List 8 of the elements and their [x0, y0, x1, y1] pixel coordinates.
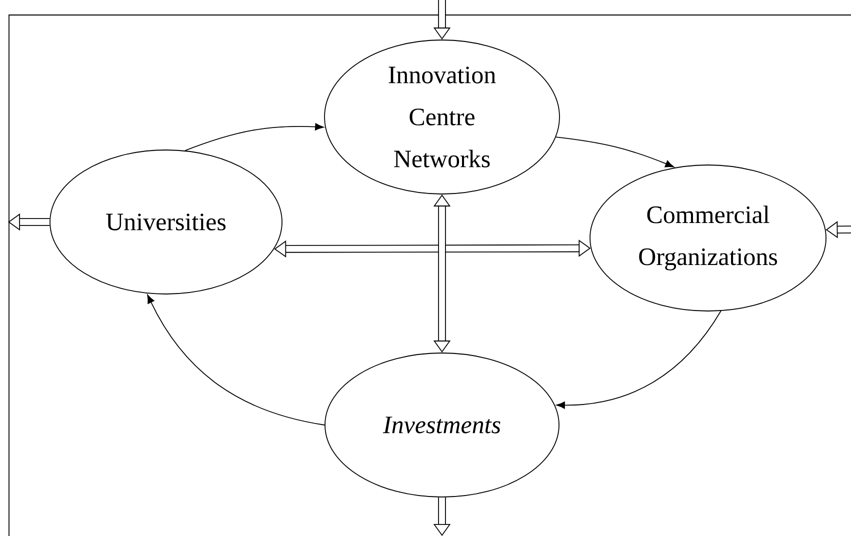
ellipse-node: Universities — [50, 150, 282, 294]
arrow — [184, 123, 324, 151]
arrow — [556, 310, 722, 409]
ellipse-node: Commercial Organizations — [590, 164, 826, 312]
arrow — [147, 294, 325, 426]
arrow — [555, 136, 674, 168]
ellipse-node: Innovation Centre Networks — [324, 40, 560, 194]
ellipse-node: Investments — [324, 352, 560, 498]
